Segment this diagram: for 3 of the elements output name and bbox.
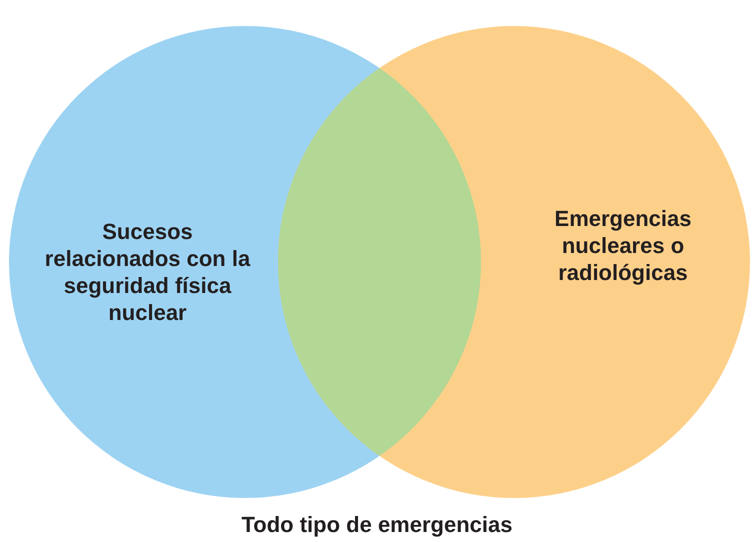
caption: Todo tipo de emergencias: [240, 511, 514, 539]
circle-label: Emergencias nucleares o radiológicas: [554, 205, 692, 286]
circle-label: Sucesos relacionados con la seguridad física nuclear: [44, 218, 252, 326]
